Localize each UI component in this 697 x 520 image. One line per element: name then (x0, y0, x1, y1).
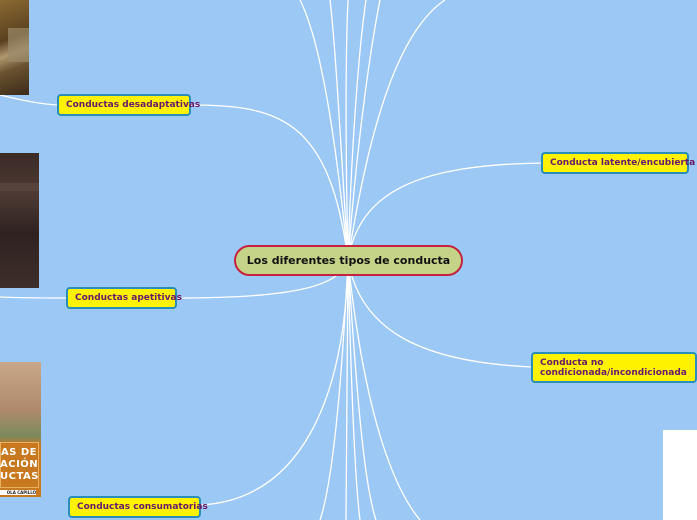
book-cover-title-line-3: UCTAS (0, 471, 39, 482)
photo-book-cover[interactable]: AS DE ACIÓN UCTAS OLA CAPILLO (0, 362, 41, 497)
photo-top-left-detail (8, 28, 29, 62)
node-conductas-consumatorias[interactable]: Conductas consumatorias (68, 496, 208, 518)
photo-top-left[interactable] (0, 0, 29, 95)
connector-off-top-1 (299, 0, 349, 261)
connector-no-condicionada (347, 259, 533, 368)
connector-off-top-5 (347, 0, 381, 261)
connector-off-bottom-1 (319, 259, 349, 520)
node-label: Conducta no condicionada/incondicionada (540, 357, 687, 378)
connector-off-top-4 (347, 0, 367, 261)
book-cover-author: OLA CAPILLO (0, 490, 36, 495)
connector-latente (347, 162, 543, 261)
connector-desadaptativas (190, 104, 349, 261)
connector-left-middle (0, 296, 67, 299)
book-cover-banner (0, 442, 39, 488)
node-label: Conductas desadaptativas (66, 100, 201, 110)
connector-off-top-3 (345, 0, 349, 261)
connector-off-bottom-5 (347, 259, 421, 520)
white-panel (663, 430, 697, 520)
photo-middle-left-detail (0, 183, 39, 191)
node-conducta-no-condicionada[interactable]: Conducta no condicionada/incondicionada (531, 352, 697, 383)
central-topic[interactable]: Los diferentes tipos de conducta (234, 245, 463, 276)
node-conductas-desadaptativas[interactable]: Conductas desadaptativas (57, 94, 200, 116)
book-cover-title-line-2: ACIÓN (0, 459, 39, 470)
connector-off-top-6 (347, 0, 446, 261)
node-label: Conductas apetitivas (75, 293, 182, 303)
central-topic-label: Los diferentes tipos de conducta (246, 254, 451, 267)
node-label: Conducta latente/encubierta (550, 158, 696, 168)
node-conducta-latente-encubierta[interactable]: Conducta latente/encubierta (541, 152, 695, 174)
photo-middle-left[interactable] (0, 153, 39, 288)
node-conductas-apetitivas[interactable]: Conductas apetitivas (66, 287, 182, 309)
book-cover-title-line-1: AS DE (0, 447, 37, 458)
node-label: Conductas consumatorias (77, 502, 208, 512)
connector-off-bottom-3 (347, 259, 361, 520)
connector-left-upper (0, 94, 58, 106)
connector-off-bottom-2 (345, 259, 349, 520)
connector-off-top-2 (329, 0, 349, 261)
connector-off-bottom-4 (347, 259, 377, 520)
